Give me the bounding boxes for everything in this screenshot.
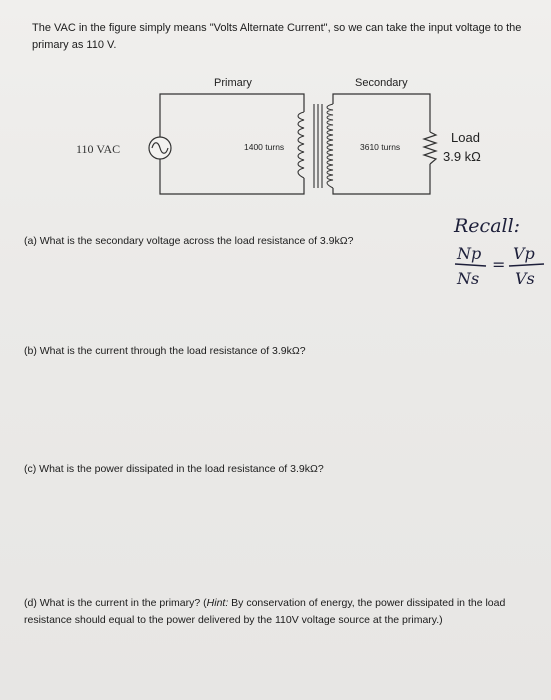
ac-source-icon [148, 136, 172, 160]
question-d-hint-label: Hint: [206, 597, 229, 609]
recall-vs: Vs [515, 269, 535, 288]
question-d-hint: By conservation of energy, the power dis… [24, 597, 506, 626]
load-resistor-icon [422, 131, 438, 165]
transformer-core [313, 104, 323, 188]
handwritten-recall-note: Recall: Np = Vp Ns Vs [453, 215, 545, 288]
primary-coil-icon [297, 111, 305, 179]
recall-word: Recall: [453, 215, 520, 237]
question-b: (b) What is the current through the load… [24, 345, 306, 357]
recall-fraction-line-left [454, 263, 487, 267]
recall-vp: Vp [513, 244, 535, 263]
intro-text: The VAC in the figure simply means "Volt… [32, 22, 522, 51]
source-label: 110 VAC [76, 142, 120, 156]
question-d-prefix: (d) What is the current in the primary? … [24, 597, 207, 609]
recall-equals: = [492, 255, 505, 274]
primary-wires [159, 93, 305, 195]
recall-fraction-line-right [508, 263, 545, 267]
load-value: 3.9 kΩ [443, 149, 481, 164]
recall-ns: Ns [456, 269, 479, 288]
primary-turns-label: 1400 turns [244, 142, 284, 152]
recall-np: Np [456, 244, 481, 263]
question-d: (d) What is the current in the primary? … [24, 595, 539, 629]
question-a: (a) What is the secondary voltage across… [24, 235, 354, 247]
secondary-coil-icon [326, 103, 334, 189]
secondary-turns-label: 3610 turns [360, 142, 400, 152]
question-c: (c) What is the power dissipated in the … [24, 463, 324, 475]
secondary-wires [332, 93, 431, 195]
primary-label: Primary [214, 77, 252, 89]
transformer-circuit-diagram: Primary Secondary 110 VAC 1400 turns 361… [76, 77, 481, 195]
secondary-label: Secondary [355, 77, 408, 89]
load-label: Load [451, 130, 480, 145]
